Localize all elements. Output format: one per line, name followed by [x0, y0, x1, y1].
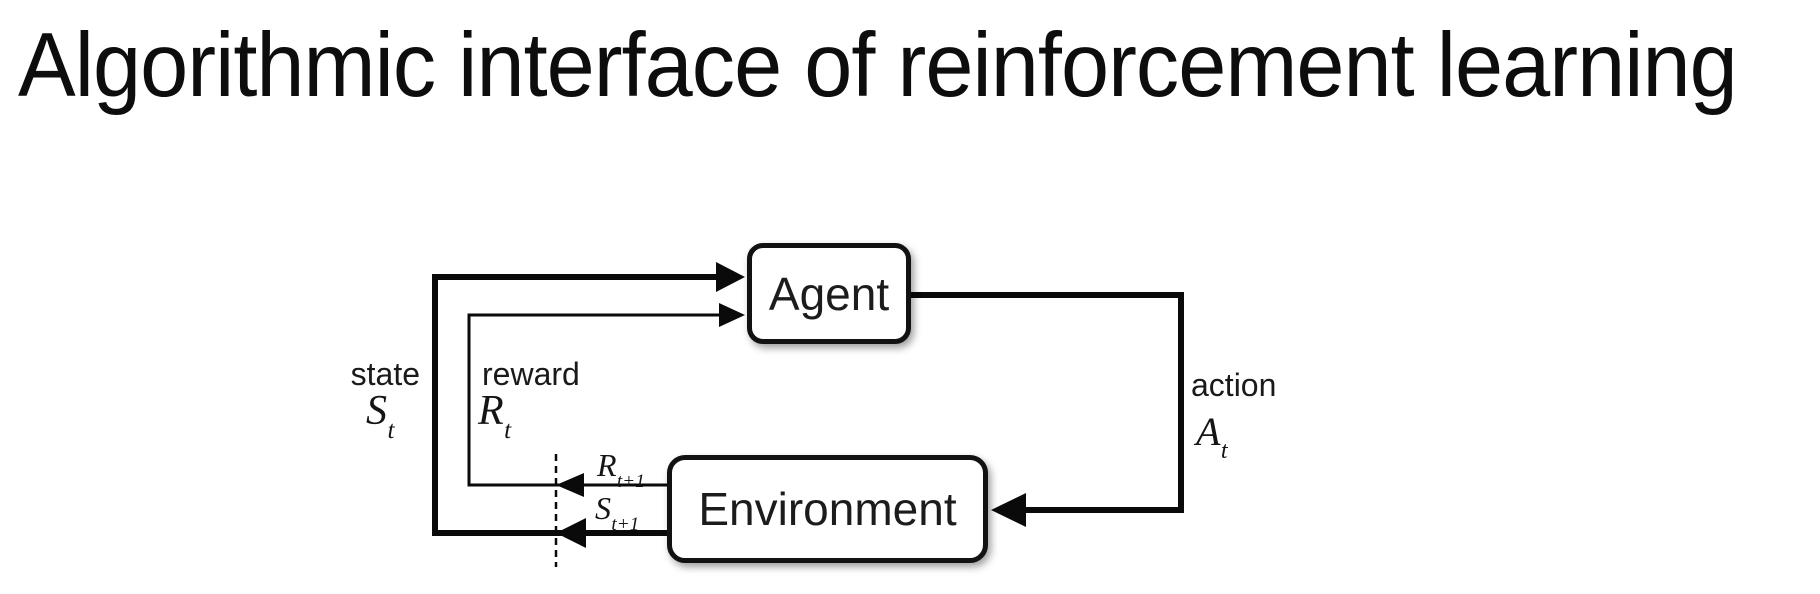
next-reward-symbol-subscript: t+1: [616, 470, 645, 492]
arrowheads: [556, 262, 1026, 548]
environment-label: Environment: [698, 483, 957, 535]
action-loop-line: [905, 292, 1184, 513]
next-state-symbol: St+1: [595, 490, 639, 534]
action-symbol-main: A: [1196, 409, 1221, 454]
reward-symbol-main: R: [478, 388, 504, 434]
environment-box: Environment: [667, 455, 988, 563]
state-symbol-subscript: t: [387, 416, 395, 444]
diagram-lines: [432, 274, 1184, 567]
state-symbol: St: [366, 388, 395, 443]
agent-label: Agent: [768, 267, 890, 320]
next-reward-symbol-main: R: [597, 447, 617, 483]
action-symbol: At: [1196, 409, 1228, 464]
reward-symbol: Rt: [478, 388, 511, 443]
reward-label: reward: [482, 356, 580, 392]
action-label: action: [1191, 367, 1277, 403]
reward-into-agent-arrowhead: [719, 303, 745, 327]
state-loop-line: [432, 274, 718, 536]
action-into-environment-arrowhead: [991, 493, 1026, 527]
next-state-symbol-subscript: t+1: [611, 513, 640, 535]
next-state-arrowhead: [556, 518, 586, 548]
action-symbol-subscript: t: [1220, 438, 1228, 465]
agent-box: Agent: [747, 243, 911, 344]
state-into-agent-arrowhead: [716, 262, 745, 292]
next-reward-arrowhead: [556, 473, 584, 497]
next-reward-symbol: Rt+1: [597, 447, 645, 491]
state-label: state: [350, 356, 420, 392]
state-symbol-main: S: [366, 388, 387, 434]
slide-title: Algorithmic interface of reinforcement l…: [18, 15, 1738, 116]
reward-symbol-subscript: t: [504, 416, 512, 444]
next-state-symbol-main: S: [595, 490, 611, 526]
